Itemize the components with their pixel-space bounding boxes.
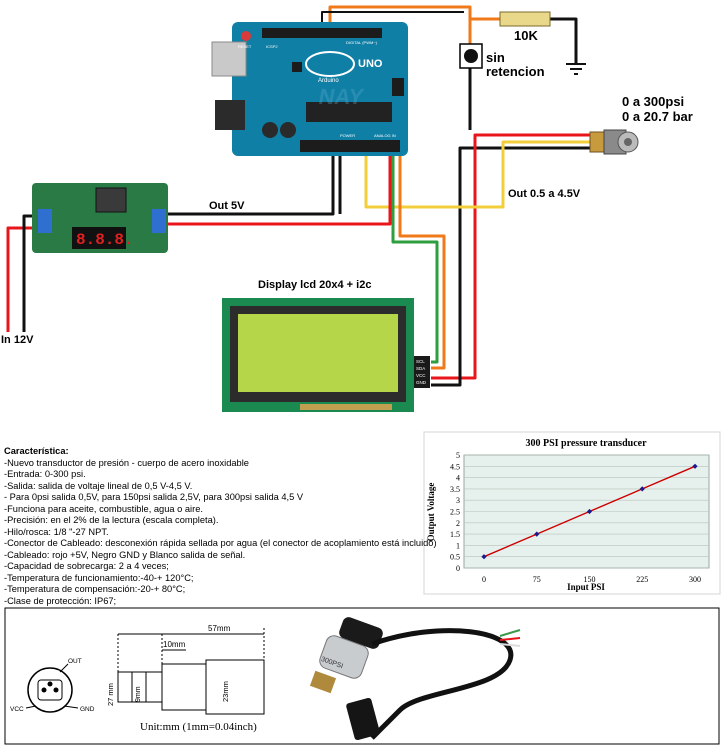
pin-gnd-label: GND	[80, 706, 95, 713]
ground-symbol	[566, 63, 586, 75]
push-button	[459, 43, 483, 69]
in-12v-label: In 12V	[1, 334, 34, 346]
chart-y-tick-label: 1	[456, 541, 460, 550]
length-dimension: 57mm	[208, 624, 231, 633]
spec-line: -Conector de Cableado: desconexión rápid…	[4, 538, 437, 548]
chart-data-point	[692, 463, 698, 469]
thread-dimension: 9mm	[135, 686, 142, 702]
unit-note: Unit:mm (1mm=0.04inch)	[140, 721, 257, 733]
arduino-uno-text: UNO	[358, 58, 383, 70]
pin-out-label: OUT	[68, 658, 82, 665]
pin-vcc-label: VCC	[10, 706, 24, 713]
chart-y-tick-label: 3.5	[450, 485, 460, 494]
spec-line: - Para 0psi salida 0,5V, para 150psi sal…	[4, 492, 304, 502]
chart-y-tick-label: 0.5	[450, 553, 460, 562]
arduino-uno-board: UNO Arduino RESET ICSP2 DIGITAL (PWM~) P…	[211, 22, 408, 156]
lcd-pin-sda: SDA	[416, 366, 425, 371]
arduino-analog-text: ANALOG IN	[374, 133, 396, 138]
wire-red-sensor	[431, 133, 590, 380]
spec-line: -Salida: salida de voltaje lineal de 0,5…	[4, 480, 193, 491]
wire-red-12v	[6, 226, 40, 332]
out-signal-label: Out 0.5 a 4.5V	[508, 188, 581, 200]
chart-x-tick-label: 0	[482, 575, 486, 584]
sensor-range-line1: 0 a 300psi	[622, 94, 685, 109]
spec-line: -Hilo/rosca: 1/8 "-27 NPT.	[4, 526, 109, 537]
out-5v-label: Out 5V	[209, 200, 245, 212]
converter-display-text: 8.8.8.	[76, 231, 134, 249]
hex-dimension: 10mm	[163, 640, 186, 649]
lcd-label: Display lcd 20x4 + i2c	[258, 279, 372, 291]
chart-data-point	[534, 531, 540, 537]
chart-xlabel: Input PSI	[567, 582, 605, 592]
chart-y-tick-label: 5	[456, 451, 460, 460]
specifications-title: Característica:	[4, 446, 69, 456]
dc-dc-converter-module: 8.8.8.	[32, 183, 168, 253]
arduino-icsp-text: ICSP2	[266, 44, 278, 49]
watermark-text: NAY	[317, 84, 366, 109]
chart-grid	[464, 454, 709, 569]
chart-y-tick-label: 0	[456, 564, 460, 573]
spec-line: -Capacidad de sobrecarga: 2 a 4 veces;	[4, 561, 169, 571]
connector-face-drawing	[25, 663, 79, 713]
resistor-label: 10K	[514, 28, 538, 43]
chart-data-point	[639, 486, 645, 492]
wire-black-ground	[550, 17, 578, 64]
arduino-reset-text: RESET	[238, 44, 252, 49]
arduino-digital-text: DIGITAL (PWM~)	[346, 40, 378, 45]
chart-y-tick-label: 2	[456, 519, 460, 528]
chart-ylabel: Output Voltage	[426, 483, 436, 542]
chart-x-tick-label: 150	[584, 575, 596, 584]
wire-red-5v	[168, 152, 392, 226]
spec-line: -Entrada: 0-300 psi.	[4, 469, 86, 479]
lcd-pin-vcc: VCC	[416, 373, 426, 378]
wire-orange-scl	[398, 152, 446, 370]
spec-line: -Temperatura de funcionamiento:-40-+ 120…	[4, 572, 194, 583]
button-label-line1: sin	[486, 50, 505, 65]
chart-x-tick-label: 75	[533, 575, 541, 584]
wire-yellow-signal	[364, 140, 590, 209]
chart-data-point	[481, 554, 487, 560]
chart-y-tick-label: 3	[456, 496, 460, 505]
wire-black-sensor	[431, 146, 590, 387]
chart-data-point	[586, 508, 593, 515]
wire-green-sda	[391, 152, 439, 364]
chart-y-ticks: 0 0.5 1 1.5 2 2.5 3 3.5 4 4.5 5	[450, 451, 460, 573]
chart-title: 300 PSI pressure transducer	[525, 438, 647, 449]
sensor-range-line2: 0 a 20.7 bar	[622, 109, 693, 124]
dimensions-panel: OUT VCC GND 57mm 10mm 27 mm 9mm 23mm Uni…	[4, 607, 720, 745]
arduino-power-text: POWER	[340, 133, 355, 138]
chart-x-tick-label: 225	[636, 575, 648, 584]
sensor-photo: 300PSI	[309, 617, 521, 741]
wires	[6, 5, 590, 387]
chart-y-tick-label: 4.5	[450, 462, 460, 471]
chart-x-ticks: 0 75 150 225 300	[482, 575, 701, 584]
spec-line: -Cableado: rojo +5V, Negro GND y Blanco …	[4, 549, 246, 560]
wire-orange-resistor	[328, 5, 500, 30]
height-right-dimension: 23mm	[221, 681, 230, 702]
wire-black-5v	[168, 152, 335, 216]
spec-line: -Funciona para aceite, combustible, agua…	[4, 503, 203, 514]
chart-x-tick-label: 300	[689, 575, 701, 584]
sensor-side-drawing	[117, 628, 265, 715]
lcd-pin-scl: SCL	[416, 359, 425, 364]
spec-line: -Temperatura de compensación:-20-+ 80°C;	[4, 584, 186, 594]
lcd-pin-labels: SCL SDA VCC GND	[416, 359, 427, 385]
height-left-dimension: 27 mm	[106, 683, 115, 706]
specifications-list: Característica: -Nuevo transductor de pr…	[4, 446, 437, 607]
pressure-sensor-icon	[589, 129, 639, 155]
chart-y-tick-label: 4	[456, 474, 460, 483]
chart-y-tick-label: 1.5	[450, 530, 460, 539]
arduino-brand-text: Arduino	[318, 78, 339, 84]
button-label-line2: retencion	[486, 64, 545, 79]
chart-series	[481, 463, 698, 560]
spec-line: -Precisión: en el 2% de la lectura (esca…	[4, 515, 219, 525]
chart: 0 0.5 1 1.5 2 2.5 3 3.5 4 4.5 5 0 75 150 225 300 300 P…	[423, 431, 721, 595]
spec-line: -Clase de protección: IP67;	[4, 595, 117, 606]
chart-y-tick-label: 2.5	[450, 508, 460, 517]
lcd-pin-gnd: GND	[416, 380, 427, 385]
resistor-10k	[499, 11, 551, 27]
spec-line: -Nuevo transductor de presión - cuerpo d…	[4, 457, 249, 468]
lcd-display-module	[222, 298, 430, 412]
